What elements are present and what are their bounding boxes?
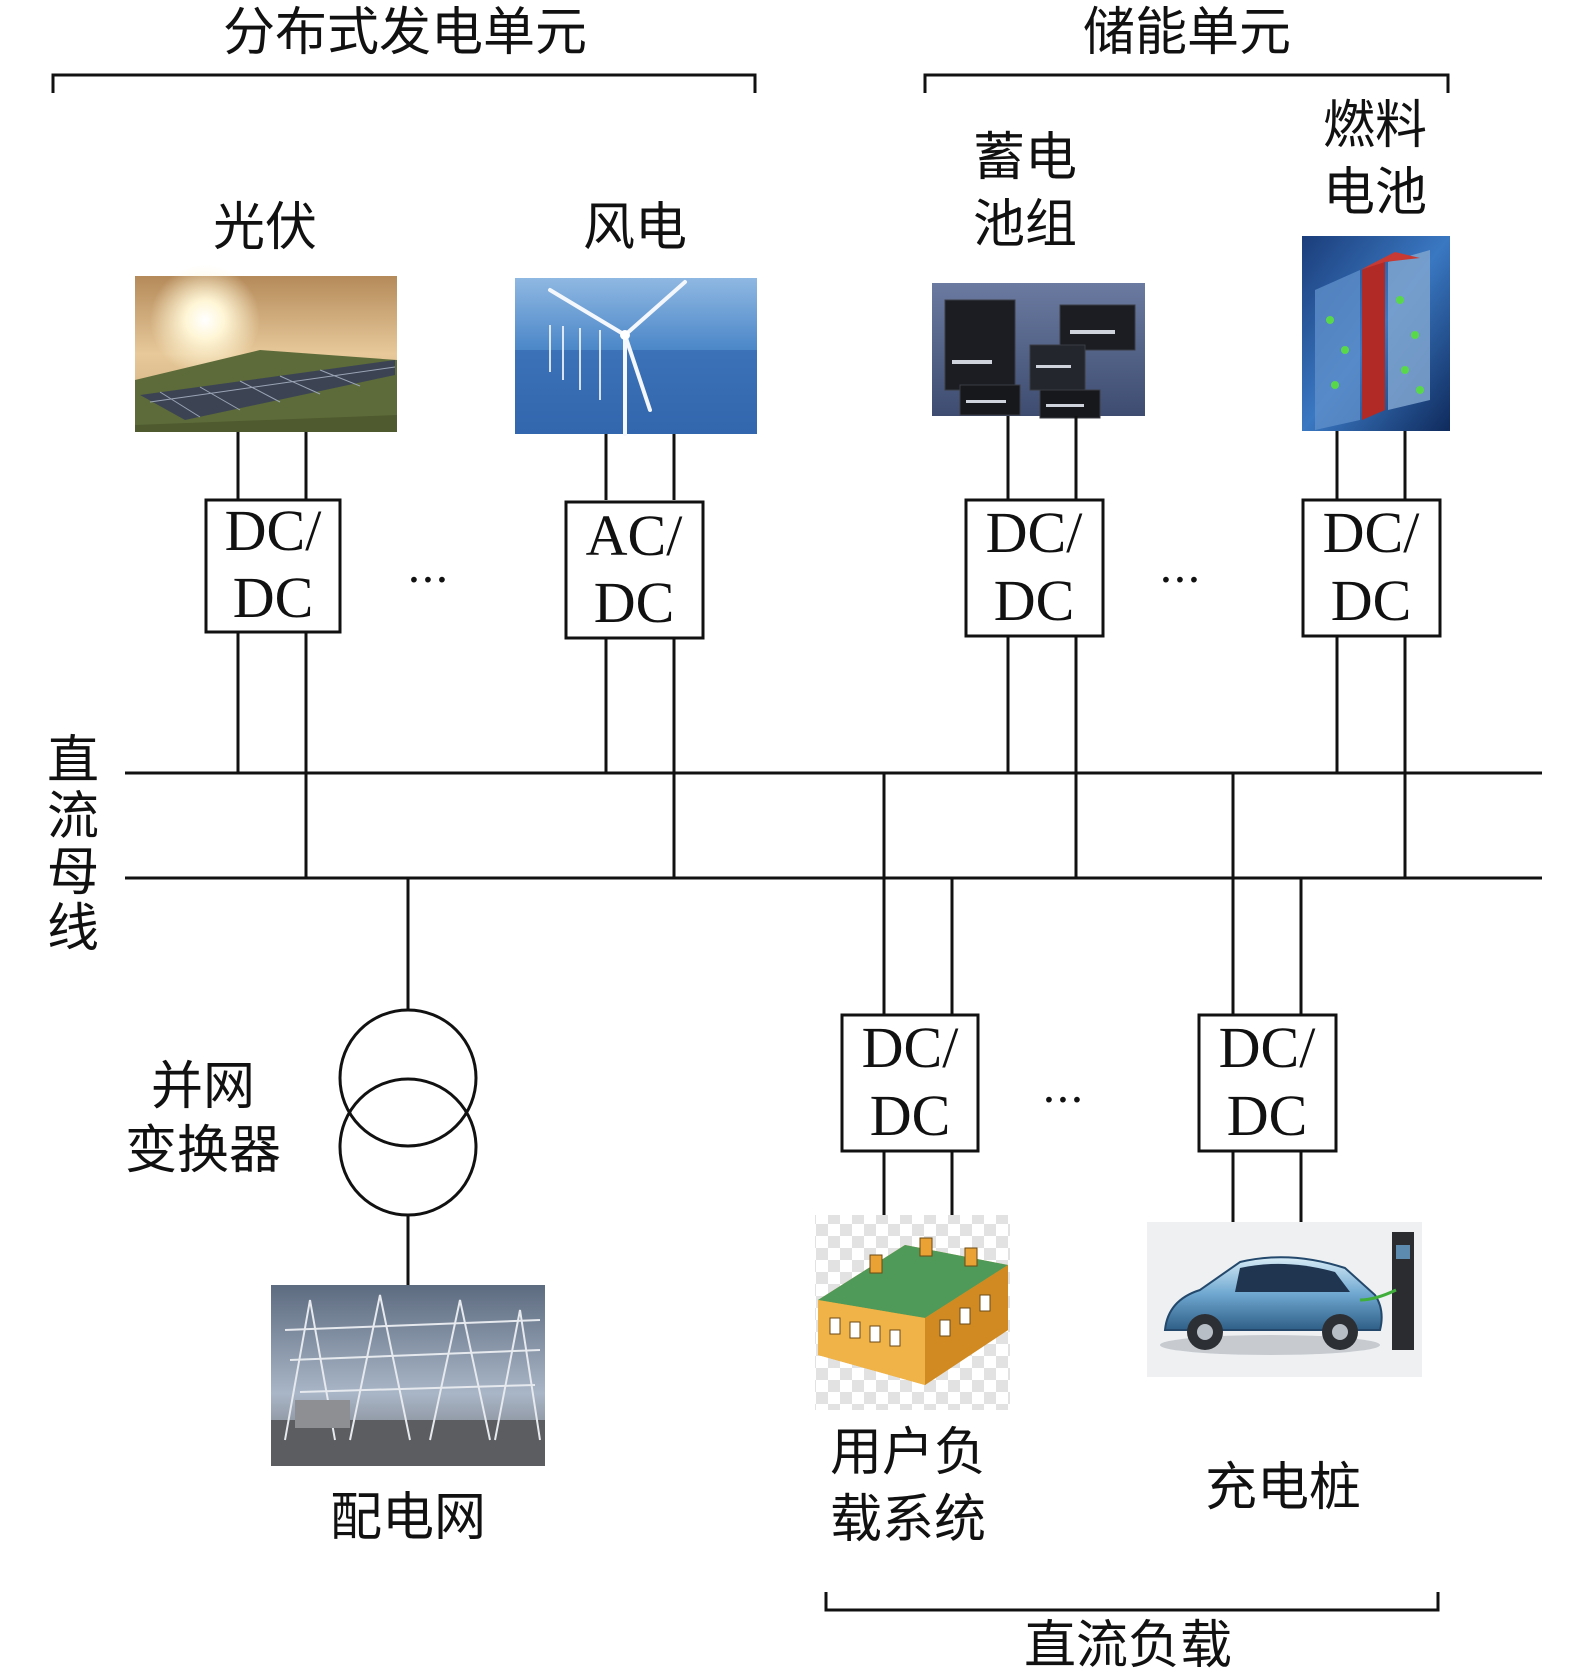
label-transformer-line2: 变换器 bbox=[125, 1121, 281, 1181]
converter-user-load-dcdc: DC/ DC bbox=[840, 1013, 980, 1153]
ellipsis-loads: ··· bbox=[1042, 1075, 1084, 1126]
dc-bus-label-char-3: 母 bbox=[47, 843, 99, 903]
converter-charging-line2: DC bbox=[1227, 1083, 1308, 1148]
label-distribution-grid: 配电网 bbox=[330, 1488, 486, 1548]
solar-panel-image bbox=[135, 265, 397, 432]
converter-battery-line1: DC/ bbox=[986, 500, 1084, 565]
fuel-cell-image bbox=[1302, 236, 1450, 431]
building-image bbox=[815, 1215, 1010, 1410]
converter-battery-line2: DC bbox=[994, 568, 1075, 633]
grid-transformer bbox=[338, 878, 478, 1285]
converter-pv-line1: DC/ bbox=[225, 498, 323, 563]
converter-wind-line2: DC bbox=[594, 570, 675, 635]
bracket-storage bbox=[923, 73, 1450, 93]
group-title-storage: 储能单元 bbox=[1083, 3, 1291, 63]
electric-car-image bbox=[1147, 1222, 1422, 1377]
wind-turbine-image bbox=[515, 278, 757, 436]
label-user-load-line1: 用户负 bbox=[830, 1423, 986, 1483]
label-transformer-line1: 并网 bbox=[151, 1057, 255, 1117]
converter-charging-line1: DC/ bbox=[1219, 1015, 1317, 1080]
wires-loads bbox=[882, 773, 1303, 1222]
converter-wind-line1: AC/ bbox=[586, 503, 684, 568]
ellipsis-storage: ··· bbox=[1159, 555, 1201, 606]
dc-bus-label-char-4: 线 bbox=[47, 899, 99, 959]
label-fuelcell-line1: 燃料 bbox=[1323, 96, 1427, 156]
transformer-winding-top bbox=[338, 1008, 478, 1148]
battery-pack-image bbox=[932, 283, 1145, 419]
dc-bus bbox=[125, 771, 1542, 880]
group-title-dc-load: 直流负载 bbox=[1024, 1616, 1232, 1673]
substation-image bbox=[271, 1285, 545, 1466]
label-battery-line2: 池组 bbox=[973, 195, 1077, 255]
ellipsis-generation: ··· bbox=[407, 555, 449, 606]
converter-user-load-line1: DC/ bbox=[862, 1015, 960, 1080]
label-battery-line1: 蓄电 bbox=[973, 128, 1077, 188]
dc-bus-label-char-2: 流 bbox=[47, 787, 99, 847]
dc-bus-label-char-1: 直 bbox=[47, 731, 99, 791]
bracket-distributed-generation bbox=[51, 73, 757, 93]
wires-sources bbox=[236, 416, 1407, 878]
converter-fuelcell-line1: DC/ bbox=[1323, 500, 1421, 565]
dc-bus-label: 直 流 母 线 bbox=[47, 731, 99, 959]
label-wind: 风电 bbox=[583, 198, 687, 258]
converter-fuelcell-dcdc: DC/ DC bbox=[1301, 498, 1442, 638]
group-title-distributed-generation: 分布式发电单元 bbox=[223, 3, 587, 63]
label-pv: 光伏 bbox=[213, 198, 317, 258]
converter-user-load-line2: DC bbox=[870, 1083, 951, 1148]
converter-pv-dcdc: DC/ DC bbox=[204, 498, 342, 634]
converter-charging-dcdc: DC/ DC bbox=[1197, 1013, 1338, 1153]
converter-battery-dcdc: DC/ DC bbox=[964, 498, 1105, 638]
label-user-load-line2: 载系统 bbox=[830, 1490, 986, 1550]
converter-pv-line2: DC bbox=[233, 565, 314, 630]
label-fuelcell-line2: 电池 bbox=[1323, 163, 1427, 223]
converter-wind-acdc: AC/ DC bbox=[564, 500, 705, 640]
bracket-dc-load bbox=[824, 1592, 1440, 1612]
label-charging-pile: 充电桩 bbox=[1205, 1458, 1361, 1518]
converter-fuelcell-line2: DC bbox=[1331, 568, 1412, 633]
